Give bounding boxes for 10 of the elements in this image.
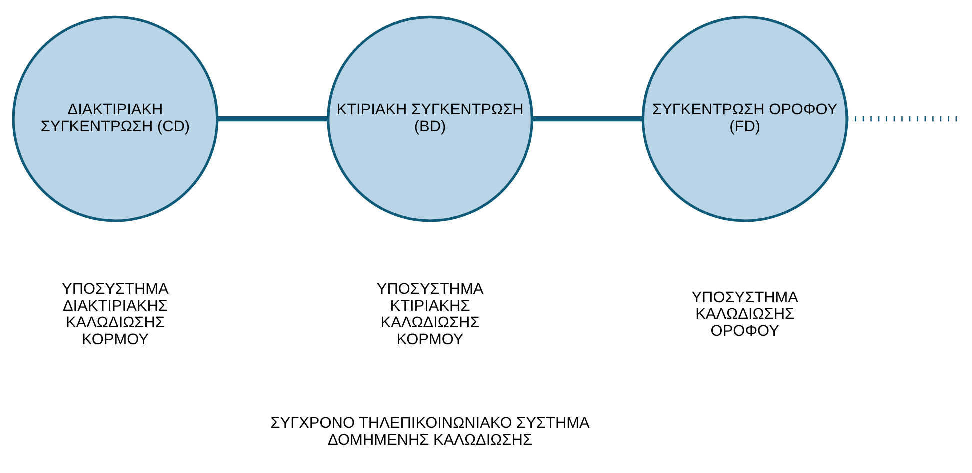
connector <box>847 116 958 122</box>
node-circle: ΣΥΓΚΕΝΤΡΩΣΗ ΟΡΟΦΟΥ (FD) <box>642 16 848 222</box>
label: ΥΠΟΣΥΣΤΗΜΑ ΚΤΙΡΙΑΚΗΣ ΚΑΛΩΔΙΩΣΗΣ ΚΟΡΜΟΥ <box>376 281 484 348</box>
node-circle: ΔΙΑΚΤΙΡΙΑΚΗ ΣΥΓΚΕΝΤΡΩΣΗ (CD) <box>12 16 219 222</box>
connector <box>218 116 328 122</box>
label: ΥΠΟΣΥΣΤΗΜΑ ΚΑΛΩΔΙΩΣΗΣ ΟΡΟΦΟΥ <box>692 289 798 340</box>
connector <box>532 116 643 122</box>
label: ΥΠΟΣΥΣΤΗΜΑ ΔΙΑΚΤΙΡΙΑΚΗΣ ΚΑΛΩΔΙΩΣΗΣ ΚΟΡΜΟΥ <box>62 281 169 348</box>
label: ΣΥΓΧΡΟΝΟ ΤΗΛΕΠΙΚΟΙΝΩΝΙΑΚΟ ΣΥΣΤΗΜΑ ΔΟΜΗΜΕΝΗΣ ΚΑΛΩΔΙΩΣΗΣ <box>270 415 590 449</box>
node-circle: ΚΤΙΡΙΑΚΗ ΣΥΓΚΕΝΤΡΩΣΗ (BD) <box>327 16 534 222</box>
